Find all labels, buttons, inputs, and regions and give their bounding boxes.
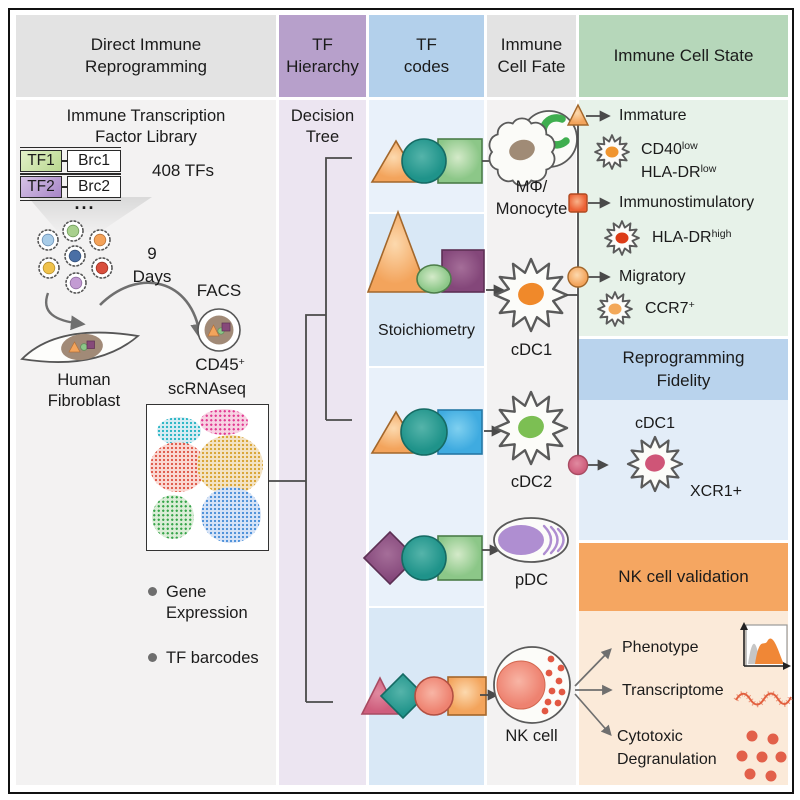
nk-label: NK cell <box>505 727 558 745</box>
scrnaseq-umap-box <box>146 404 269 551</box>
header-direct-immune-reprogramming: Direct Immune Reprogramming <box>16 15 276 97</box>
header-line: TF <box>312 34 333 54</box>
header-line: codes <box>403 57 450 76</box>
figure-border <box>8 8 794 794</box>
state-header-nk-validation: NK cell validation <box>579 543 788 611</box>
pdc-label: pDC <box>514 571 548 589</box>
state-header-reprogramming-fidelity: Reprogramming Fidelity <box>579 339 788 400</box>
fibroblast-label: Human Fibroblast <box>47 371 121 411</box>
tf-construct-2: TF2 Brc2 <box>20 173 121 201</box>
scrnaseq-label: scRNAseq <box>168 380 246 398</box>
construct-link <box>62 160 67 162</box>
state-immunostimulatory-marker: HLA-DRhigh <box>652 228 732 246</box>
tf-codes-band-2 <box>369 214 484 366</box>
bullet-dot-icon <box>148 587 157 596</box>
state-migratory-label: Migratory <box>619 268 686 285</box>
header-line: TF <box>416 34 437 54</box>
readout-gene-expression: Gene Expression <box>148 582 276 625</box>
header-tf-codes: TF codes <box>369 15 484 97</box>
bullet-dot-icon <box>148 653 157 662</box>
header-line: NK cell validation <box>618 566 749 586</box>
state-immunostimulatory-label: Immunostimulatory <box>619 194 755 211</box>
umap-cluster-teal <box>157 417 201 445</box>
header-immune-cell-state: Immune Cell State <box>579 15 788 97</box>
tf2-box: TF2 <box>20 176 62 198</box>
tf-count-label: 408 TFs <box>152 161 215 180</box>
umap-cluster-blue <box>201 487 261 543</box>
column-hierarchy-body <box>279 100 366 785</box>
header-tf-hierarchy: TF Hierarchy <box>279 15 366 97</box>
nine-days-label: 9 Days <box>132 244 172 286</box>
stoichiometry-label: Stoichiometry <box>378 322 475 339</box>
tf-codes-band-1 <box>369 100 484 212</box>
cdc2-label: cDC2 <box>510 473 553 491</box>
nk-transcriptome-label: Transcriptome <box>622 682 724 699</box>
header-line: Immune <box>500 34 563 54</box>
state-migratory-marker: CCR7+ <box>645 299 695 317</box>
nk-phenotype-label: Phenotype <box>622 639 699 656</box>
header-line: Fidelity <box>656 370 711 390</box>
tf1-box: TF1 <box>20 150 62 172</box>
construct-link <box>62 186 67 188</box>
tf-construct-1: TF1 Brc1 <box>20 147 121 175</box>
tf-codes-band-3 <box>369 368 484 606</box>
brc1-box: Brc1 <box>67 150 121 172</box>
header-line: Hierarchy <box>286 57 359 76</box>
construct-ellipsis: ... <box>74 193 96 213</box>
umap-cluster-green <box>152 495 194 539</box>
cdc1-label: cDC1 <box>510 341 553 359</box>
library-title: Immune Transcription Factor Library <box>66 107 226 147</box>
fidelity-cdc1-label: cDC1 <box>634 415 675 432</box>
decision-tree-label: Decision Tree <box>290 107 355 147</box>
readout-tf-barcodes: TF barcodes <box>148 648 286 669</box>
header-line: Immune Cell State <box>613 45 754 65</box>
header-line: Reprogramming <box>622 348 745 368</box>
nk-degranulation-label: Cytotoxic Degranulation <box>617 728 717 769</box>
umap-cluster-magenta <box>200 409 248 435</box>
tf-codes-band-4 <box>369 608 484 785</box>
umap-cluster-gold <box>197 435 263 495</box>
header-line: Direct Immune <box>90 34 202 54</box>
state-immature-label: Immature <box>619 107 687 124</box>
header-line: Reprogramming <box>85 57 207 76</box>
state-immature-markers: CD40low HLA-DRlow <box>641 140 717 182</box>
header-immune-cell-fate: Immune Cell Fate <box>487 15 576 97</box>
header-line: Cell Fate <box>497 57 566 76</box>
cd45-label: CD45+ <box>195 355 245 374</box>
brc2-box: Brc2 <box>67 176 121 198</box>
state-section-fidelity-body <box>579 400 788 540</box>
umap-cluster-red <box>150 442 206 492</box>
monocyte-label: MΦ/ Monocyte <box>495 178 568 219</box>
fidelity-xcr1-label: XCR1+ <box>690 483 743 500</box>
facs-label: FACS <box>196 281 242 300</box>
